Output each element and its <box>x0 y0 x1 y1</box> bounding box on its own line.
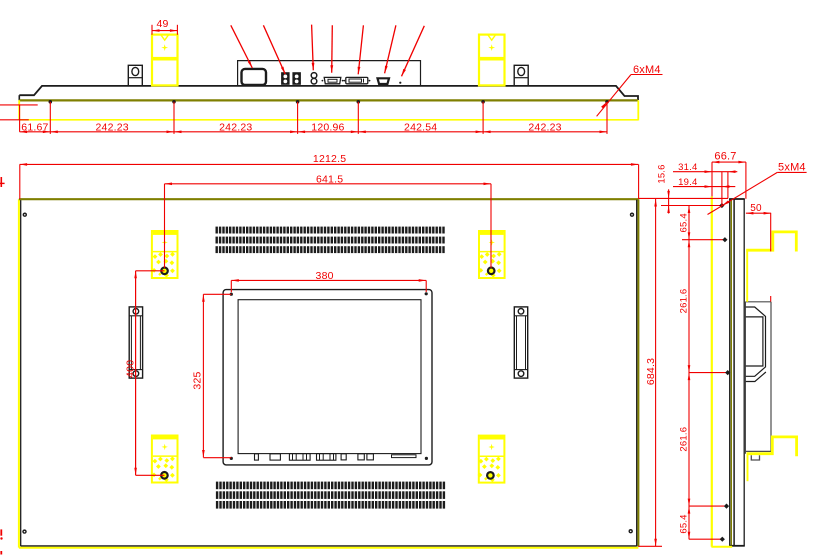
svg-text:684.3: 684.3 <box>645 358 657 385</box>
svg-text:261.6: 261.6 <box>678 427 689 452</box>
svg-text:242.23: 242.23 <box>219 122 252 134</box>
svg-text:242.54: 242.54 <box>404 122 437 134</box>
svg-text:641.5: 641.5 <box>316 174 343 186</box>
svg-text:50: 50 <box>750 203 762 214</box>
svg-text:325: 325 <box>191 371 203 389</box>
svg-text:380: 380 <box>316 270 334 282</box>
svg-text:242.23: 242.23 <box>528 122 561 134</box>
svg-text:5xM4: 5xM4 <box>778 162 806 174</box>
svg-text:19.4: 19.4 <box>678 177 697 188</box>
svg-text:6xM4: 6xM4 <box>633 64 661 76</box>
svg-text:400: 400 <box>125 360 137 378</box>
svg-text:65.4: 65.4 <box>678 213 689 232</box>
svg-text:120.96: 120.96 <box>311 122 344 134</box>
svg-text:49: 49 <box>156 18 168 30</box>
svg-text:242.23: 242.23 <box>95 122 128 134</box>
svg-text:15.6: 15.6 <box>656 164 667 183</box>
svg-text:65.4: 65.4 <box>678 514 689 533</box>
svg-text:66.7: 66.7 <box>714 151 736 163</box>
svg-text:61.67: 61.67 <box>21 122 48 134</box>
svg-text:1212.5: 1212.5 <box>313 153 346 165</box>
svg-text:31.4: 31.4 <box>678 162 697 173</box>
svg-text:261.6: 261.6 <box>678 289 689 314</box>
